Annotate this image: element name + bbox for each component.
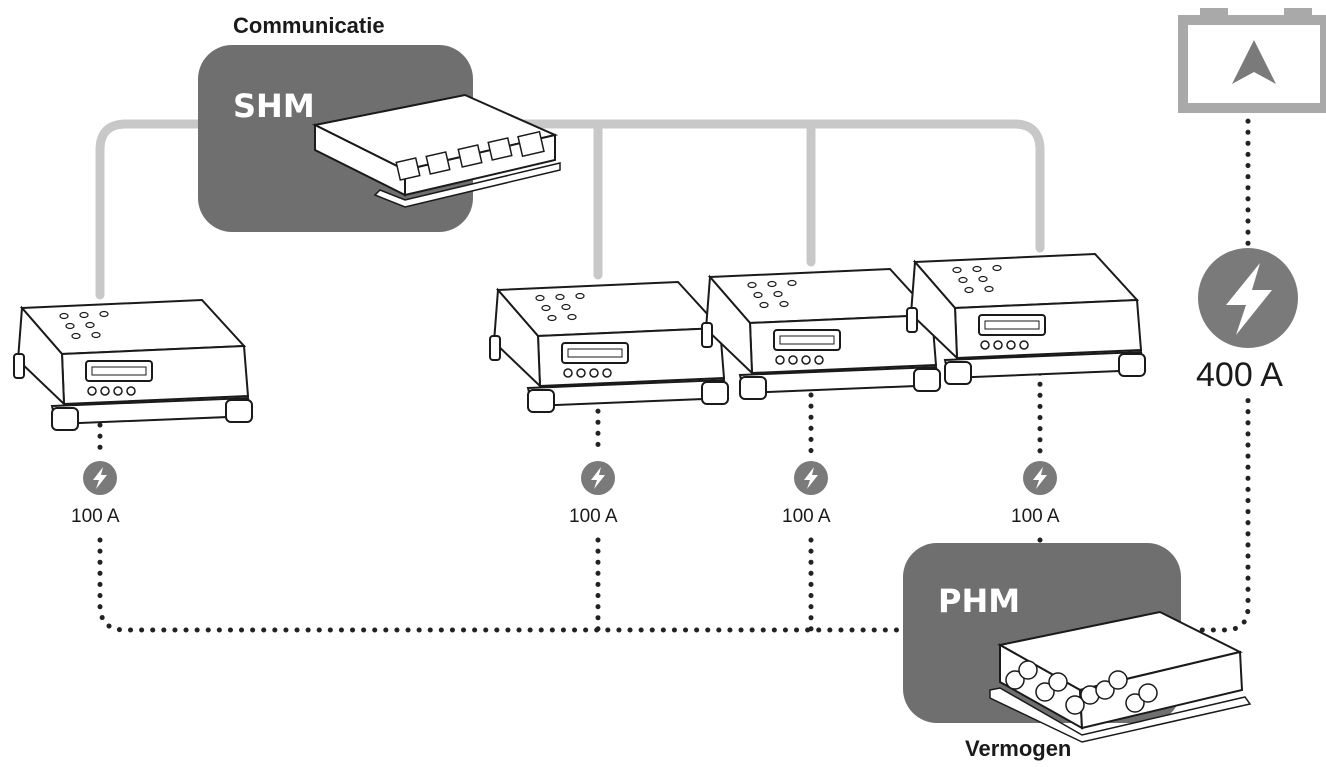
power-lines: [97, 107, 1251, 633]
phm-device: [989, 610, 1252, 743]
shm-device: [311, 93, 561, 208]
charger-unit-3: [701, 268, 941, 400]
charger-4-current: 100 A: [1011, 506, 1060, 527]
communication-label: Communicatie: [233, 13, 385, 38]
lightning-icon: [1198, 248, 1298, 348]
charger-unit-2: [489, 281, 729, 413]
charger-2-current: 100 A: [569, 506, 618, 527]
charger-1-current: 100 A: [71, 506, 120, 527]
arrow-up-icon: [1232, 40, 1276, 84]
lightning-icon: [83, 461, 117, 495]
phm-label: PHM: [938, 582, 1020, 620]
lightning-icon: [1023, 461, 1057, 495]
charger-unit-1: [13, 299, 253, 431]
battery-current: 400 A: [1196, 356, 1283, 394]
charger-unit-4: [906, 253, 1146, 385]
lightning-icon: [794, 461, 828, 495]
charger-3-current: 100 A: [782, 506, 831, 527]
communication-lines: [95, 119, 1045, 300]
power-label: Vermogen: [965, 736, 1072, 761]
shm-label: SHM: [233, 87, 315, 125]
lightning-icon: [581, 461, 615, 495]
